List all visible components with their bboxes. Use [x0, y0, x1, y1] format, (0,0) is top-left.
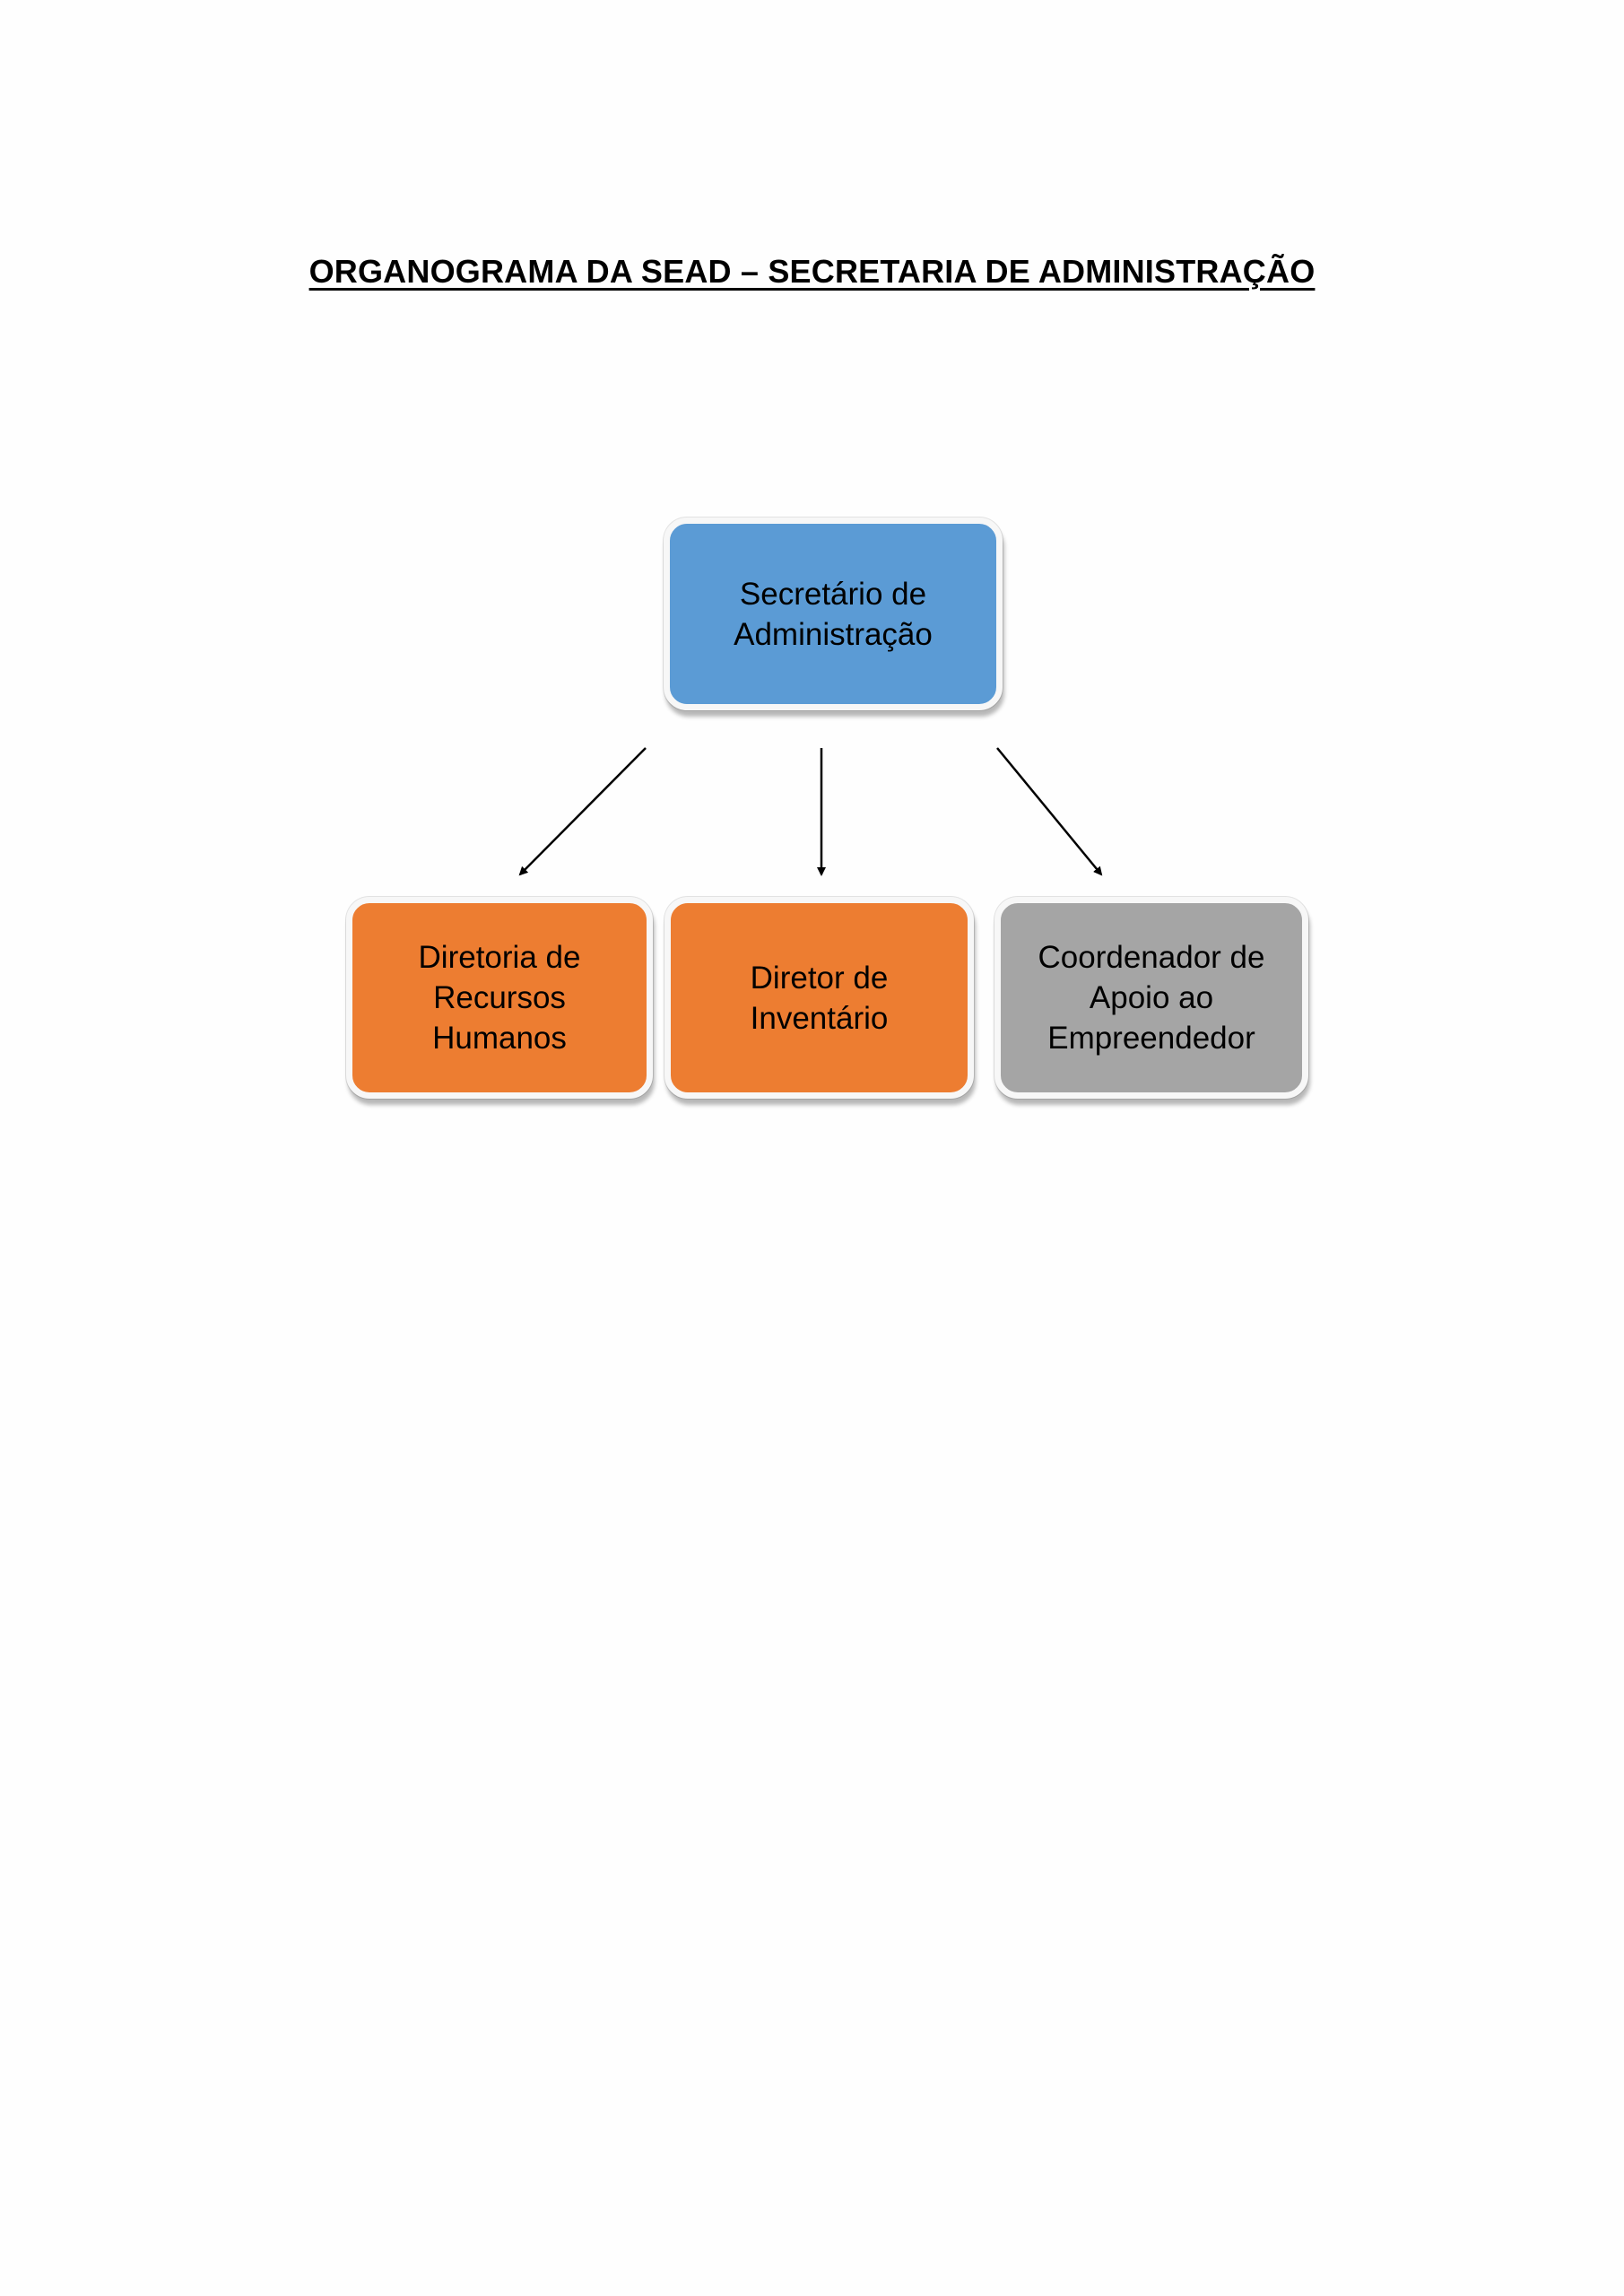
node-label: Diretoria de Recursos Humanos — [418, 940, 581, 1056]
node-diretor-de-inventario: Diretor de Inventário — [664, 897, 974, 1099]
node-coordenador-de-apoio-ao-empreendedor: Coordenador de Apoio ao Empreendedor — [994, 897, 1308, 1099]
node-secretario-de-administracao: Secretário de Administração — [664, 517, 1003, 710]
node-diretoria-de-recursos-humanos: Diretoria de Recursos Humanos — [346, 897, 653, 1099]
node-label: Secretário de Administração — [734, 576, 933, 652]
node-label: Coordenador de Apoio ao Empreendedor — [1038, 940, 1265, 1056]
node-label: Diretor de Inventário — [750, 960, 889, 1036]
page-title: ORGANOGRAMA DA SEAD – SECRETARIA DE ADMI… — [308, 253, 1316, 290]
arrow-to-recursos-humanos — [518, 747, 647, 876]
arrow-to-coordenador — [996, 747, 1103, 876]
